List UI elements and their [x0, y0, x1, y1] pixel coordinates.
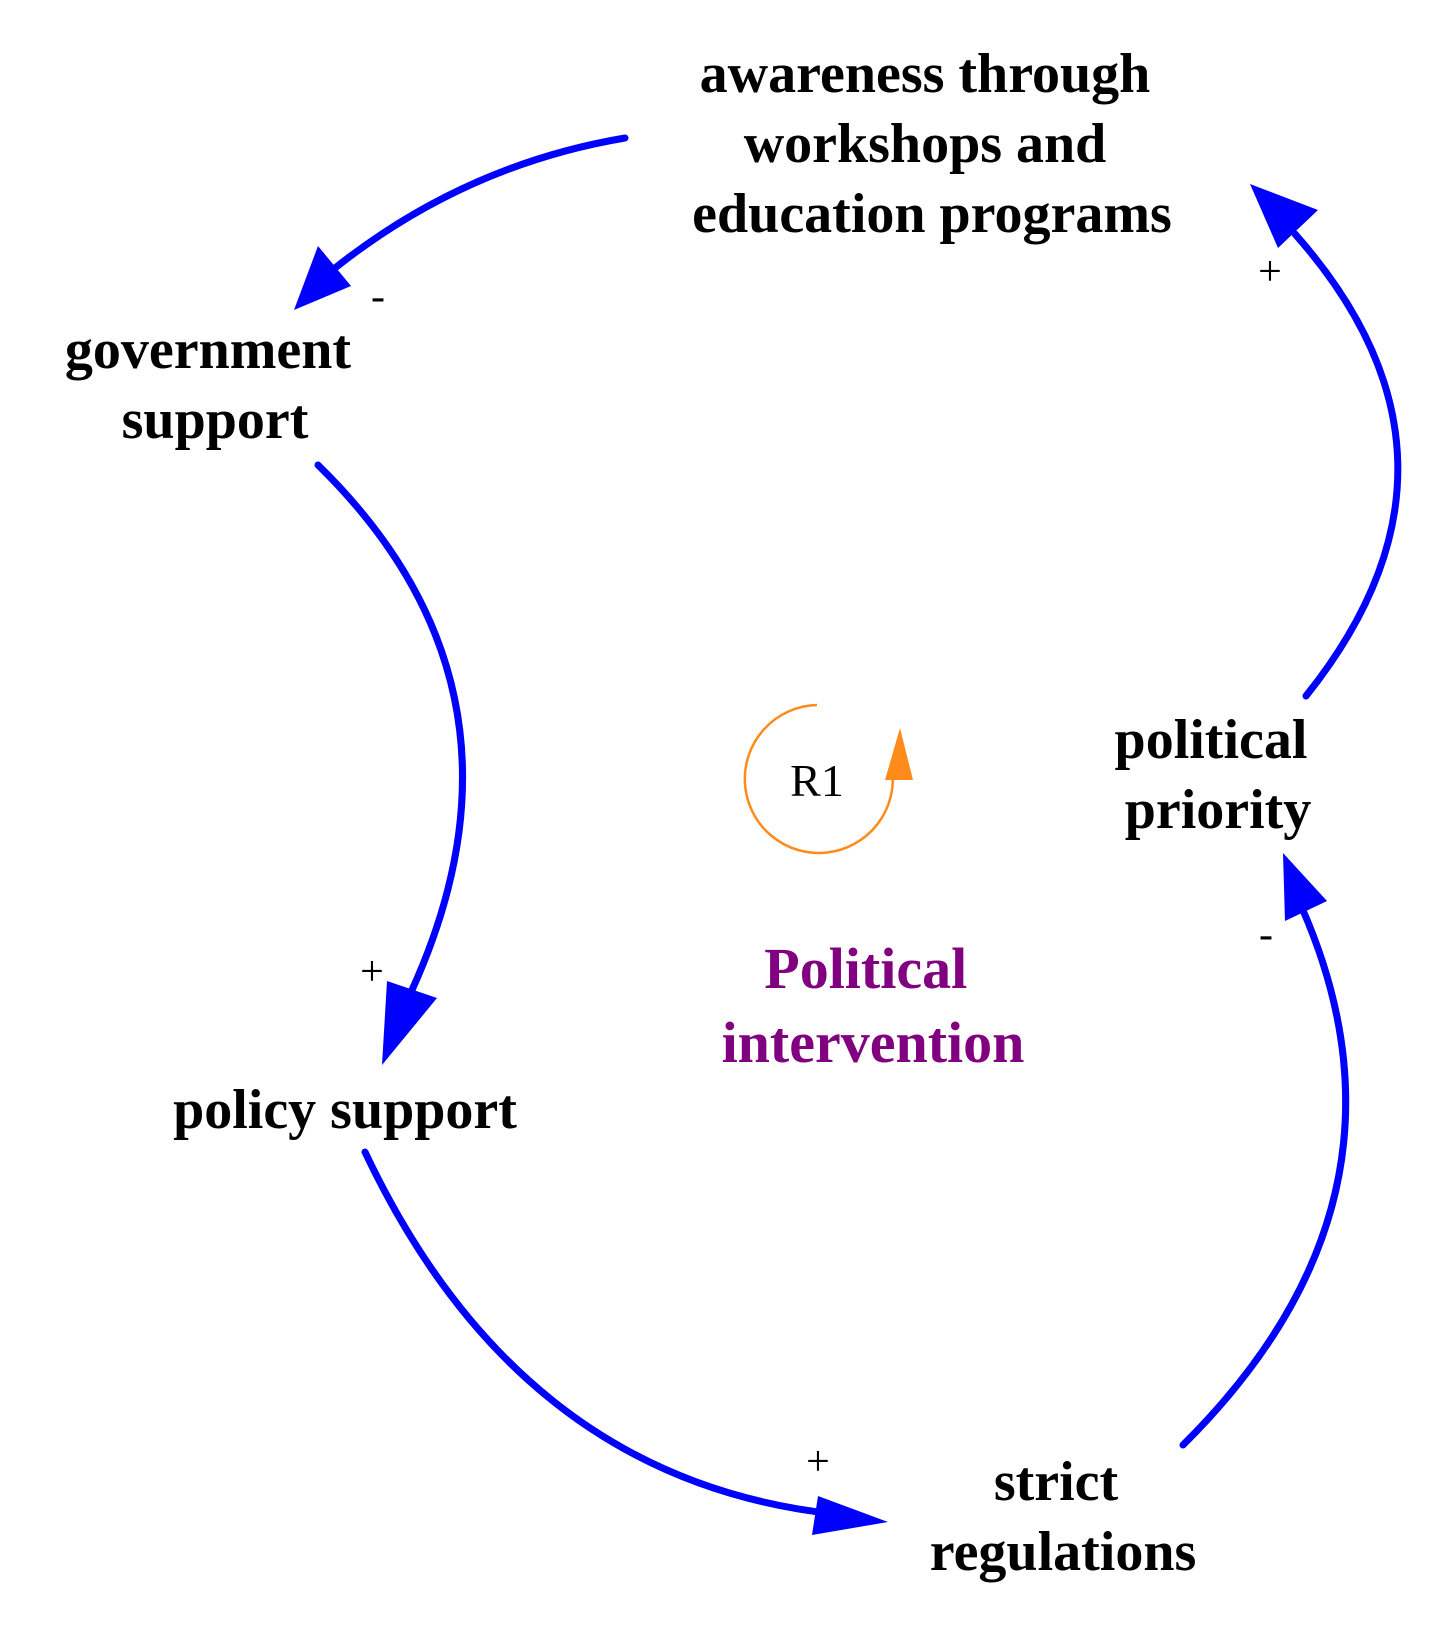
polarity-policy-support-to-strict-regulations: +	[806, 1439, 830, 1485]
link-policy-support-to-strict-regulations	[361, 1148, 839, 1518]
polarity-political-priority-to-awareness: +	[1258, 249, 1282, 295]
loop-id-label: R1	[790, 755, 844, 806]
awareness-line-3: education programs	[692, 183, 1172, 245]
link-political-priority-to-awareness-arrowhead	[1250, 184, 1318, 248]
loop-direction-arrowhead	[885, 728, 913, 780]
government-support-line-1: government	[65, 319, 352, 381]
loop-name-line-2: intervention	[722, 1010, 1025, 1075]
variable-political-priority: political priority	[1115, 709, 1322, 841]
policy-support-line-1: policy support	[173, 1079, 517, 1141]
strict-regulations-line-2: regulations	[930, 1521, 1197, 1583]
loop-indicator-r1: R1	[743, 703, 913, 855]
link-strict-regulations-to-political-priority-arrowhead	[1283, 853, 1327, 921]
strict-regulations-line-1: strict	[994, 1451, 1119, 1513]
link-strict-regulations-to-political-priority	[1179, 904, 1350, 1449]
polarity-government-support-to-policy-support: +	[360, 949, 384, 995]
loop-name: Political intervention	[722, 936, 1025, 1075]
loop-name-line-1: Political	[764, 936, 967, 1001]
government-support-line-2: support	[122, 389, 309, 451]
link-policy-support-to-strict-regulations-arrowhead	[812, 1496, 888, 1535]
variable-government-support: government support	[65, 319, 365, 451]
variable-strict-regulations: strict regulations	[930, 1451, 1197, 1583]
link-government-support-to-policy-support-arrowhead	[382, 981, 437, 1065]
polarity-strict-regulations-to-political-priority: -	[1259, 912, 1273, 958]
causal-links	[294, 134, 1402, 1535]
link-political-priority-to-awareness	[1291, 230, 1402, 700]
political-priority-line-2: priority	[1125, 779, 1312, 841]
link-awareness-to-government-support	[331, 134, 629, 272]
variable-awareness: awareness through workshops and educatio…	[692, 43, 1172, 245]
variable-policy-support: policy support	[173, 1079, 517, 1141]
awareness-line-2: workshops and	[744, 113, 1107, 175]
link-government-support-to-policy-support	[314, 461, 466, 994]
polarity-awareness-to-government-support: -	[371, 274, 385, 320]
link-awareness-to-government-support-arrowhead	[294, 246, 351, 310]
political-priority-line-1: political	[1115, 709, 1308, 771]
loop-direction-arc	[743, 703, 894, 855]
awareness-line-1: awareness through	[700, 43, 1151, 105]
